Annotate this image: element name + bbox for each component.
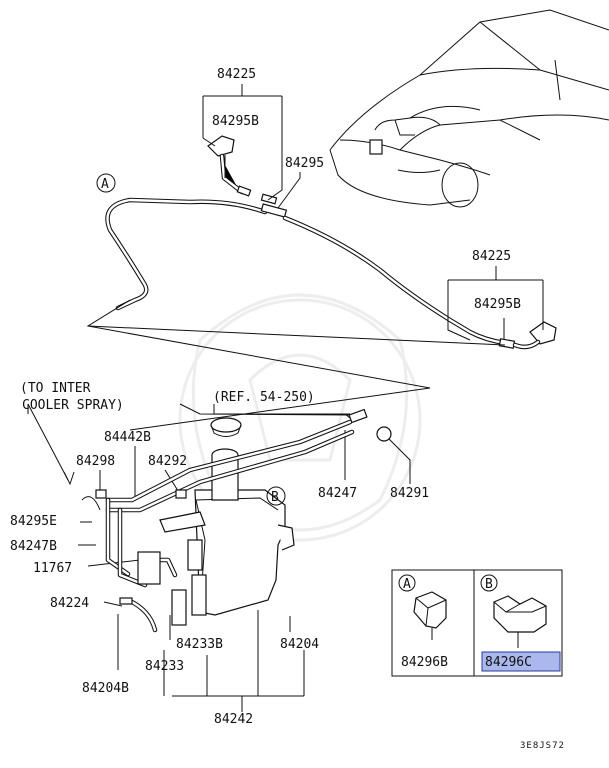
car-illustration (329, 9, 609, 208)
inset-part-84296c[interactable]: 84296C (485, 655, 532, 670)
ref-a-label: A (101, 177, 109, 192)
callout-84204[interactable]: 84204 (280, 637, 319, 652)
connector-84295[interactable] (260, 203, 288, 218)
clip-b-drawing[interactable] (493, 595, 547, 648)
ref-note[interactable]: (REF. 54-250) (213, 390, 315, 405)
inset-b-label: B (485, 577, 493, 592)
callout-11767[interactable]: 11767 (33, 561, 72, 576)
callout-84295e[interactable]: 84295E (10, 514, 57, 529)
inset-part-84296b[interactable]: 84296B (401, 655, 448, 670)
to-inter-text-2: COOLER SPRAY) (22, 398, 124, 413)
part-highlight (481, 651, 561, 672)
clip-a-drawing[interactable] (413, 591, 447, 640)
ref-circle-b: B (266, 486, 286, 506)
inset-ref-a: A (398, 574, 416, 592)
drawing-code: 3E8JS72 (520, 741, 565, 751)
callout-84225-right[interactable]: 84225 (472, 249, 511, 264)
callout-84225-top[interactable]: 84225 (217, 67, 256, 82)
lower-hoses (81, 408, 392, 633)
callout-84298[interactable]: 84298 (76, 454, 115, 469)
callout-84247[interactable]: 84247 (318, 486, 357, 501)
inset-ref-b: B (480, 574, 498, 592)
callout-84291[interactable]: 84291 (390, 486, 429, 501)
watermark-emblem (178, 293, 422, 542)
callout-84204b[interactable]: 84204B (82, 681, 129, 696)
inset-box: A B 84296B 84296C (391, 569, 563, 677)
callout-84233[interactable]: 84233 (145, 659, 184, 674)
ref-b-label: B (271, 490, 279, 505)
callout-84295b-right[interactable]: 84295B (474, 297, 521, 312)
callout-84224[interactable]: 84224 (50, 596, 89, 611)
callout-84292[interactable]: 84292 (148, 454, 187, 469)
upper-hose-system (105, 135, 557, 350)
inset-a-label: A (403, 577, 411, 592)
to-inter-text-1: (TO INTER (20, 381, 91, 396)
callout-84247b[interactable]: 84247B (10, 539, 57, 554)
callout-84295b-top[interactable]: 84295B (212, 114, 259, 129)
callout-84442b[interactable]: 84442B (104, 430, 151, 445)
callout-84233b[interactable]: 84233B (176, 637, 223, 652)
washer-tank-assembly[interactable] (159, 417, 295, 626)
leader-lines (27, 84, 544, 712)
ref-circle-a: A (96, 173, 116, 193)
right-nozzle[interactable] (498, 321, 557, 349)
callout-84295[interactable]: 84295 (285, 156, 324, 171)
callout-84242[interactable]: 84242 (214, 712, 253, 727)
